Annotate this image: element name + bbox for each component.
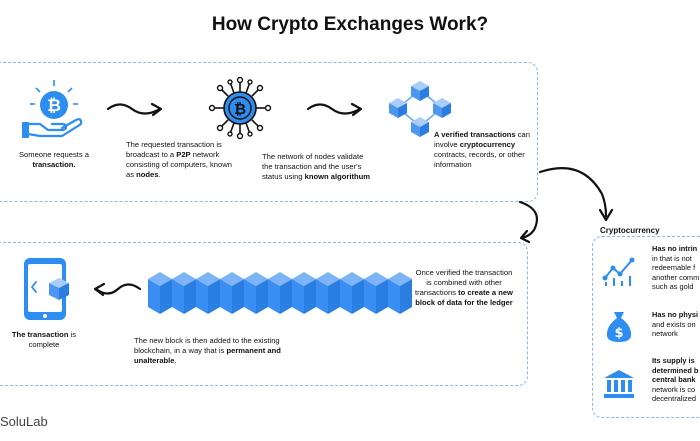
broadcast-t2: network consisting of computers, known a… <box>126 150 232 179</box>
validate-b1: known algorithum <box>304 172 371 181</box>
broadcast-b2: nodes <box>136 170 159 179</box>
arrow-right-1-icon <box>106 98 164 120</box>
chain-block <box>196 272 220 314</box>
money-bag-icon: $ <box>604 308 634 344</box>
step-verified-text: A verified transactions can involve cryp… <box>434 130 534 170</box>
arrow-left-icon <box>92 278 142 300</box>
chain-block <box>340 272 364 314</box>
chart-trend-icon <box>602 254 638 288</box>
chain-block <box>172 272 196 314</box>
step-request-bold: transaction. <box>32 160 76 169</box>
arrow-right-2-icon <box>306 98 364 120</box>
top-process-frame <box>0 62 538 202</box>
blockchain-network-icon <box>384 80 456 140</box>
verified-t1: can involve <box>434 130 530 149</box>
sidebar-frame <box>592 236 700 418</box>
step-combine-text: Once verified the transaction is combine… <box>414 268 514 308</box>
added-t2: . <box>174 356 177 365</box>
step-complete-text: The transaction is complete <box>2 330 86 350</box>
step-request-text: Someone requests a transaction. <box>6 150 102 170</box>
svg-text:₿: ₿ <box>47 96 61 116</box>
sidebar-item-0-b1: Has no intrin <box>652 244 698 253</box>
broadcast-b1: P2P <box>176 150 191 159</box>
chain-block <box>148 272 172 314</box>
chain-block <box>244 272 268 314</box>
page-title: How Crypto Exchanges Work? <box>211 14 489 35</box>
step-added-text: The new block is then added to the exist… <box>134 336 304 366</box>
complete-b1: The transaction <box>11 330 69 339</box>
arrow-to-sidebar-icon <box>538 164 618 228</box>
sidebar-item-0-t1: in that is not redeemable f another comm… <box>652 253 700 292</box>
chain-block <box>220 272 244 314</box>
validate-t1: The network of nodes validate the transa… <box>262 152 364 181</box>
added-t1: The new block is then added to the exist… <box>134 336 280 355</box>
bottom-process-frame <box>0 242 528 386</box>
svg-text:$: $ <box>614 326 623 341</box>
broadcast-t1: The requested transaction is broadcast t… <box>126 140 222 159</box>
arrow-down-curve-icon <box>512 200 546 244</box>
sidebar-item-1-t1: and exists on network <box>652 319 696 339</box>
step-broadcast-text: The requested transaction is broadcast t… <box>126 140 232 180</box>
added-b1: permanent and unalterable <box>134 346 281 365</box>
sidebar-item-1-b1: Has no physi <box>652 310 698 319</box>
verified-t2: contracts, records, or other information <box>434 150 525 169</box>
step-request-line: Someone requests a <box>18 150 90 159</box>
chain-block <box>292 272 316 314</box>
combine-t1: Once verified the transaction is combine… <box>415 268 513 297</box>
broadcast-t3: . <box>158 170 161 179</box>
chain-block <box>268 272 292 314</box>
bank-icon <box>602 368 636 400</box>
blockchain-blocks-icon <box>144 268 412 324</box>
verified-b2: cryptocurrency <box>459 140 516 149</box>
bitcoin-network-icon: ₿ <box>208 76 272 140</box>
complete-t1: is complete <box>28 330 77 349</box>
phone-cube-icon <box>18 256 84 322</box>
sidebar-item-2-b1: Its supply is determined b central bank <box>652 356 699 385</box>
svg-text:₿: ₿ <box>234 100 246 118</box>
sidebar-title: Cryptocurrency <box>600 226 660 235</box>
brand-logo-text: SoluLab <box>0 414 48 429</box>
hand-bitcoin-icon: ₿ <box>22 78 86 140</box>
chain-block <box>388 272 412 314</box>
step-validate-text: The network of nodes validate the transa… <box>262 152 372 182</box>
combine-b1: to create a new block of data for the le… <box>415 288 513 307</box>
chain-block <box>316 272 340 314</box>
verified-b1: A verified transactions <box>434 130 516 139</box>
chain-block <box>364 272 388 314</box>
sidebar-item-2-t1: network is co decentralized <box>652 384 696 404</box>
